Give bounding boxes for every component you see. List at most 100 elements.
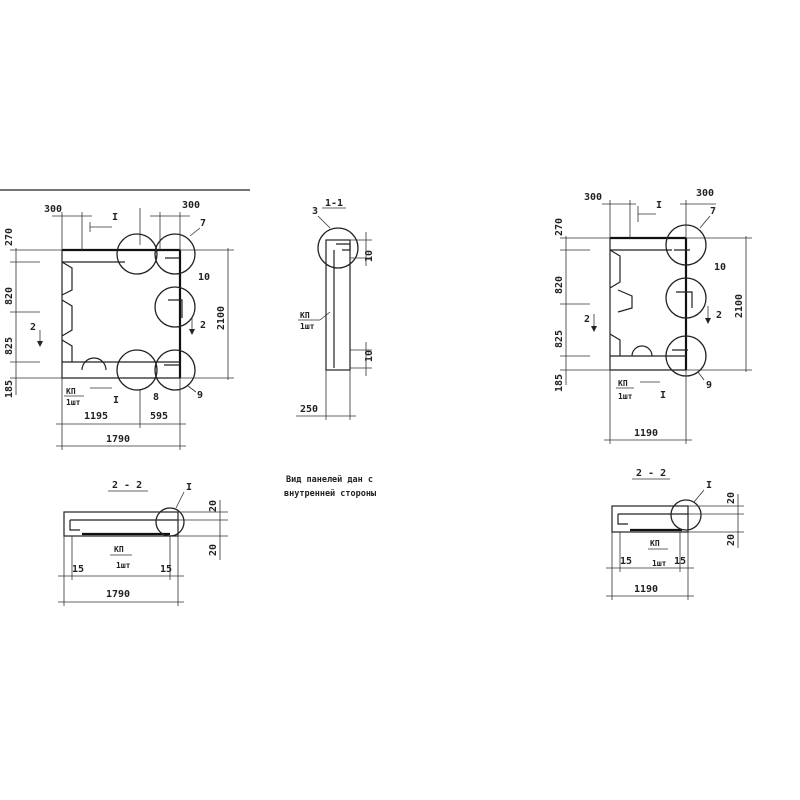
kp-sub-2-2: 1шт xyxy=(116,561,131,570)
section-mark-bottom: I xyxy=(660,390,666,401)
callout-circle-a xyxy=(116,233,158,275)
callout-details xyxy=(164,257,183,366)
leader-7 xyxy=(189,227,201,237)
callout-circle-8 xyxy=(116,349,158,391)
section-2-right-label: 2 xyxy=(716,310,722,321)
section-outline xyxy=(63,511,179,537)
callout-circle-10 xyxy=(665,277,707,319)
dim-20-top: 20 xyxy=(726,492,737,504)
rib-1 xyxy=(609,249,621,289)
callout-7: 7 xyxy=(710,206,716,217)
dim-270: 270 xyxy=(554,218,565,236)
rib-3 xyxy=(61,339,73,362)
dim-300-left: 300 xyxy=(584,192,602,203)
section-mark-i: I xyxy=(112,212,118,223)
dim-300-right: 300 xyxy=(182,200,200,211)
callout-i: I xyxy=(706,480,712,491)
callout-circle-3 xyxy=(317,227,359,269)
arrow-head xyxy=(37,341,43,347)
section-2-2-left: 2 - 2 I 20 20 КП 1шт 15 15 1790 xyxy=(58,480,228,606)
callout-7: 7 xyxy=(200,218,206,229)
dim-2100: 2100 xyxy=(734,294,745,318)
note-line-2: внутренней стороны xyxy=(284,489,376,499)
dim-1195: 1195 xyxy=(84,411,108,422)
section-1-1-title: 1-1 xyxy=(325,198,343,209)
dim-2100: 2100 xyxy=(216,306,227,330)
dim-270: 270 xyxy=(4,228,15,246)
dim-250: 250 xyxy=(300,404,318,415)
dim-15-left: 15 xyxy=(72,564,84,575)
callout-3: 3 xyxy=(312,206,318,217)
dim-10-top: 10 xyxy=(364,250,375,262)
section-1-1: 1-1 3 10 10 КП 1шт 250 xyxy=(296,198,375,420)
rib-2 xyxy=(61,299,73,337)
kp-label: КП xyxy=(66,387,76,396)
dim-20-top: 20 xyxy=(208,500,219,512)
dim-300-left: 300 xyxy=(44,204,62,215)
panel-left: 300 300 I 270 820 825 185 2100 2 2 xyxy=(0,189,250,450)
dim-20-bottom: 20 xyxy=(208,544,219,556)
kp-label-2-2: КП xyxy=(650,539,660,548)
callout-8: 8 xyxy=(153,392,159,403)
kp-arch xyxy=(631,345,653,357)
dim-10-bottom: 10 xyxy=(364,350,375,362)
section-mark-bottom: I xyxy=(113,395,119,406)
callout-circle-10 xyxy=(154,286,196,328)
kp-sub-1-1: 1шт xyxy=(300,322,315,331)
leader-7 xyxy=(699,215,711,229)
kp-sub-2-2: 1шт xyxy=(652,559,667,568)
rib-3 xyxy=(609,333,621,356)
kp-label-2-2: КП xyxy=(114,545,124,554)
dim-185: 185 xyxy=(554,374,565,392)
dim-15-left: 15 xyxy=(620,556,632,567)
dim-595: 595 xyxy=(150,411,168,422)
dim-1190: 1190 xyxy=(634,428,658,439)
section-2-2-title: 2 - 2 xyxy=(112,480,142,491)
section-edge-detail xyxy=(69,520,80,531)
callout-circle-7 xyxy=(665,224,707,266)
kp-label-1-1: КП xyxy=(300,311,310,320)
leader-i xyxy=(175,491,185,509)
rib-1 xyxy=(61,261,73,296)
dim-825: 825 xyxy=(4,337,15,355)
dim-185: 185 xyxy=(4,380,15,398)
arrow-head xyxy=(705,318,711,324)
section-top-detail xyxy=(336,243,351,251)
callout-circle-9 xyxy=(154,349,196,391)
section-2-2-right: 2 - 2 I 20 20 КП 1шт 15 15 1190 xyxy=(606,468,744,600)
section-outline xyxy=(611,505,689,533)
callout-circle-i xyxy=(670,499,702,531)
kp-arch xyxy=(81,357,107,371)
section-2-left-label: 2 xyxy=(30,322,36,333)
kp-sub: 1шт xyxy=(66,398,81,407)
dim-1190-section: 1190 xyxy=(634,584,658,595)
section-2-right-label: 2 xyxy=(200,320,206,331)
dim-15-right: 15 xyxy=(674,556,686,567)
callout-10: 10 xyxy=(198,272,210,283)
dim-1790: 1790 xyxy=(106,434,130,445)
dim-820: 820 xyxy=(4,287,15,305)
callout-9: 9 xyxy=(197,390,203,401)
callout-details xyxy=(672,249,693,351)
leader-9 xyxy=(697,371,705,381)
callout-i: I xyxy=(186,482,192,493)
arrow-head xyxy=(591,326,597,332)
dim-825: 825 xyxy=(554,330,565,348)
dim-820: 820 xyxy=(554,276,565,294)
leader-i xyxy=(693,489,705,503)
arrow-head xyxy=(189,329,195,335)
section-mark-i: I xyxy=(656,200,662,211)
section-2-2-title: 2 - 2 xyxy=(636,468,666,479)
note-line-1: Вид панелей дан с xyxy=(286,475,373,485)
kp-sub: 1шт xyxy=(618,392,633,401)
callout-9: 9 xyxy=(706,380,712,391)
dim-20-bottom: 20 xyxy=(726,534,737,546)
section-outline xyxy=(325,239,351,371)
leader-9 xyxy=(187,385,197,393)
callout-10: 10 xyxy=(714,262,726,273)
rib-2 xyxy=(617,289,633,313)
kp-label: КП xyxy=(618,379,628,388)
dim-1790-section: 1790 xyxy=(106,589,130,600)
dim-300-right: 300 xyxy=(696,188,714,199)
